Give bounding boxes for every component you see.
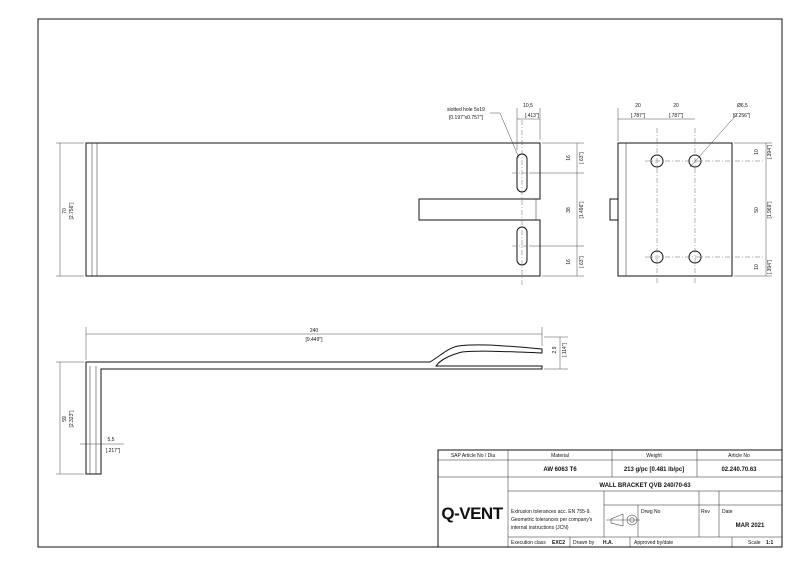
projection-symbol-icon: [606, 513, 640, 527]
side-dim-top-in: [.394"]: [767, 144, 773, 159]
profile-thickness: 2,9: [552, 346, 558, 353]
tolerance-note-2: Geometric tolerances per company's: [511, 517, 593, 523]
front-dim-top-in: [.63"]: [579, 152, 585, 164]
header-sap: SAP Article No / Dia: [451, 453, 496, 459]
profile-length-in: [9.449"]: [305, 337, 323, 343]
side-dim-top: 10: [754, 149, 760, 155]
weight-value: 213 g/pc [0.481 lb/pc]: [624, 467, 684, 473]
front-view-outline: [85, 142, 541, 277]
sheet-border: [37, 18, 783, 548]
material-value: AW 6063 T6: [543, 467, 577, 473]
profile-leg: 59: [62, 416, 68, 422]
hole-diameter: Ø6,5: [737, 103, 748, 109]
drawn-by-value: H.A.: [603, 540, 614, 546]
front-slot-width-in: [.413"]: [525, 113, 540, 119]
profile-length: 240: [310, 328, 319, 334]
front-dim-mid: 38: [566, 207, 572, 213]
side-view: 20 [.787"] 20 [.787"] Ø6,5 [0.256"] 10 […: [609, 103, 773, 284]
side-view-tab: [609, 198, 619, 221]
rev-label: Rev: [701, 509, 710, 515]
side-view-outline: [617, 142, 733, 277]
article-value: 02.240.70.63: [721, 467, 757, 473]
front-slot-width: 10,5: [523, 103, 533, 109]
front-dim-bot-in: [.63"]: [579, 256, 585, 268]
front-dim-top: 16: [566, 155, 572, 161]
profile-outline: [85, 344, 543, 475]
profile-thickness-in: [.114"]: [562, 342, 568, 357]
side-dim-bot: 10: [754, 264, 760, 270]
scale-value: 1:1: [766, 540, 773, 546]
approved-label: Approved by/date: [634, 540, 673, 546]
header-weight: Weight: [646, 453, 662, 459]
date-label: Date: [722, 509, 733, 515]
side-dim-2-in: [.787"]: [669, 113, 684, 119]
drawn-by-label: Drawn by: [573, 540, 595, 546]
side-dim-mid-in: [1.969"]: [767, 201, 773, 219]
drawing-title: WALL BRACKET QVB 240/70-63: [599, 483, 691, 489]
front-view: 70 [2.756"] slotted hole 5x19 [0.197"x0.…: [56, 103, 585, 286]
tolerance-note-3: internal instructions (JCN): [511, 525, 569, 531]
exec-class-value: EXC2: [552, 540, 565, 546]
profile-foot-in: [.217"]: [106, 448, 121, 454]
profile-leg-in: [2.323"]: [69, 410, 75, 428]
scale-label: Scale: [748, 540, 761, 546]
header-article: Article No: [728, 453, 750, 459]
side-dim-2: 20: [673, 103, 679, 109]
front-height-in: [2.756"]: [69, 202, 75, 220]
slot-note-in: [0.197"x0.757"]: [449, 115, 483, 121]
side-dim-1-in: [.787"]: [631, 113, 646, 119]
company-logo: Q-VENT: [441, 504, 503, 523]
title-block: SAP Article No / Dia Material Weight Art…: [437, 449, 783, 548]
title-block-frame: [437, 449, 783, 548]
front-dim-mid-in: [1.496"]: [579, 201, 585, 219]
front-dim-bot: 16: [566, 259, 572, 265]
profile-foot: 5,5: [108, 437, 115, 443]
drwg-no-label: Drwg No: [641, 509, 661, 515]
side-dim-mid: 50: [754, 207, 760, 213]
header-material: Material: [551, 453, 569, 459]
tolerance-note-1: Extrusion tolerances acc. EN 755-9.: [511, 509, 591, 515]
side-dim-bot-in: [.394"]: [767, 259, 773, 274]
slot-note: slotted hole 5x19: [447, 107, 485, 113]
side-dim-1: 20: [635, 103, 641, 109]
exec-class-label: Execution class: [511, 540, 546, 546]
date-value: MAR 2021: [736, 523, 765, 529]
hole-leader: [689, 112, 739, 168]
hole-diameter-in: [0.256"]: [733, 113, 751, 119]
top-view: 240 [9.449"] 2,9 [.114"] 59 [2.323"] 5,5…: [56, 327, 568, 475]
front-height: 70: [62, 208, 68, 214]
slot-leader: [490, 112, 520, 159]
